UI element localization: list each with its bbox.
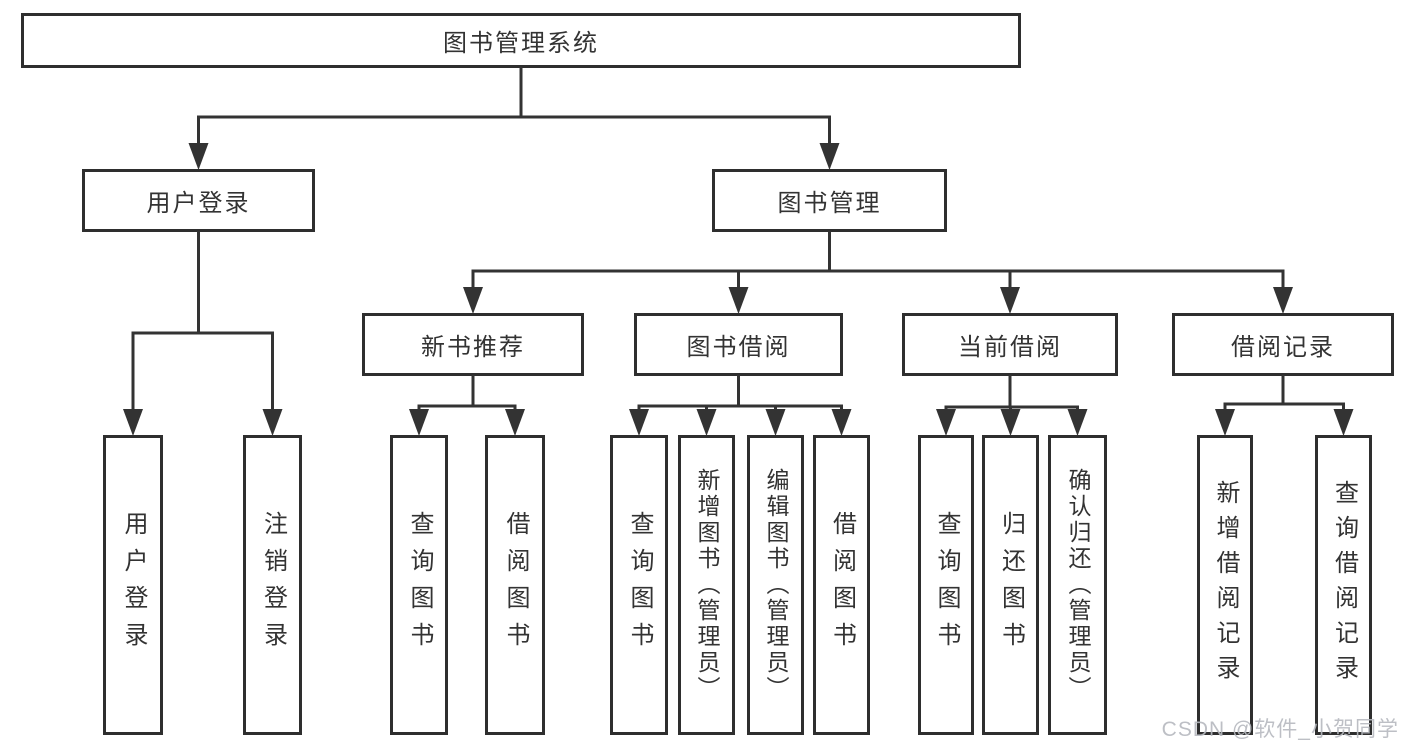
node-label: 新增借阅记录 — [1212, 480, 1239, 690]
node-label: 图书管理 — [777, 190, 882, 217]
node-leaf-add-book: 新增图书（管理员） — [678, 435, 735, 735]
node-label: 新增图书（管理员） — [694, 468, 720, 702]
node-label: 查询图书 — [626, 511, 653, 659]
watermark-text: CSDN @软件_小贺同学 — [1161, 718, 1399, 741]
node-label: 注销登录 — [259, 511, 287, 659]
node-leaf-return-book: 归还图书 — [982, 435, 1039, 735]
node-label: 图书借阅 — [686, 334, 791, 361]
node-leaf-query-book-1: 查询图书 — [390, 435, 448, 735]
node-new-book-recommend: 新书推荐 — [362, 313, 584, 376]
node-leaf-confirm-return: 确认归还（管理员） — [1048, 435, 1107, 735]
node-leaf-edit-book: 编辑图书（管理员） — [747, 435, 804, 735]
node-leaf-query-book-3: 查询图书 — [918, 435, 974, 735]
node-label: 借阅记录 — [1231, 334, 1335, 361]
node-current-borrow: 当前借阅 — [902, 313, 1118, 376]
node-label: 当前借阅 — [958, 334, 1062, 361]
node-root: 图书管理系统 — [21, 13, 1021, 68]
node-label: 图书管理系统 — [443, 30, 599, 57]
node-label: 用户登录 — [120, 511, 147, 659]
node-leaf-query-borrow-record: 查询借阅记录 — [1315, 435, 1372, 735]
node-label: 编辑图书（管理员） — [763, 468, 789, 702]
node-label: 借阅图书 — [828, 511, 856, 659]
node-label: 新书推荐 — [421, 334, 525, 361]
node-borrow-record: 借阅记录 — [1172, 313, 1394, 376]
node-label: 查询图书 — [406, 511, 433, 659]
node-book-borrow: 图书借阅 — [634, 313, 843, 376]
node-leaf-add-borrow-record: 新增借阅记录 — [1197, 435, 1253, 735]
node-label: 归还图书 — [997, 511, 1025, 659]
node-leaf-borrow-book-1: 借阅图书 — [485, 435, 545, 735]
node-leaf-user-login: 用户登录 — [103, 435, 163, 735]
node-label: 用户登录 — [146, 190, 251, 217]
node-user-login: 用户登录 — [82, 169, 315, 232]
node-label: 查询借阅记录 — [1330, 480, 1358, 690]
node-label: 借阅图书 — [502, 511, 529, 659]
node-label: 查询图书 — [933, 511, 960, 659]
node-label: 确认归还（管理员） — [1065, 468, 1091, 702]
node-leaf-query-book-2: 查询图书 — [610, 435, 668, 735]
node-leaf-logout: 注销登录 — [243, 435, 302, 735]
node-book-management: 图书管理 — [712, 169, 947, 232]
node-leaf-borrow-book-2: 借阅图书 — [813, 435, 870, 735]
